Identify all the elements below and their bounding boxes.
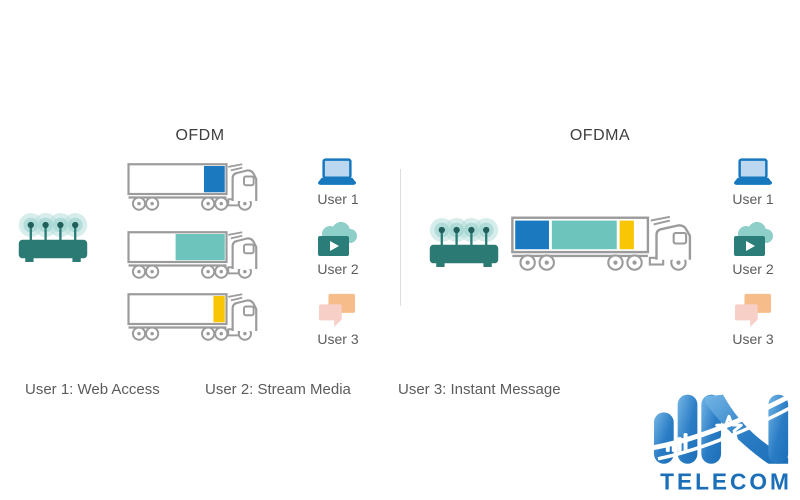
cargo-group: [515, 220, 634, 250]
star-icon: [715, 414, 743, 442]
ofdm-title: OFDM: [175, 127, 225, 144]
router-icon: [18, 212, 88, 262]
section-divider: [400, 169, 401, 306]
ofdm-truck-user2: [127, 231, 258, 279]
ofdm-truck-user3: [127, 293, 258, 341]
logo-text: TELECOM: [660, 468, 792, 494]
hn-emblem: [652, 390, 800, 464]
user1-label: User 1: [317, 191, 359, 207]
play-icon: [330, 241, 339, 251]
cab-deflector-lines: [228, 163, 243, 172]
cargo-group: [203, 166, 225, 193]
user2-label: User 2: [732, 261, 774, 277]
legend-user3: User 3: Instant Message: [398, 381, 561, 398]
ofdma-title: OFDMA: [569, 127, 631, 144]
stream-media-icon: [318, 222, 357, 256]
cab-deflector-lines: [228, 231, 243, 240]
laptop-icon: [733, 158, 773, 185]
play-icon: [746, 241, 755, 251]
router-icon: [429, 217, 499, 267]
cargo-group: [175, 234, 225, 261]
hn-telecom-logo: TELECOM: [652, 390, 800, 494]
legend-user2: User 2: Stream Media: [205, 381, 351, 398]
ofdma-truck: [511, 215, 692, 271]
laptop-icon: [317, 158, 357, 185]
user3-label: User 3: [732, 331, 774, 347]
signal-bars-icon: [665, 433, 688, 452]
cab-deflector-lines: [228, 293, 243, 302]
user1-label: User 1: [732, 191, 774, 207]
user3-label: User 3: [317, 331, 359, 347]
stream-media-icon: [734, 222, 773, 256]
chat-icon: [319, 293, 355, 328]
ofdm-truck-user1: [127, 163, 258, 211]
user2-label: User 2: [317, 261, 359, 277]
cargo-group: [213, 296, 225, 323]
legend-user1: User 1: Web Access: [25, 381, 160, 398]
chat-icon: [735, 293, 771, 328]
cab-deflector-lines: [650, 215, 671, 226]
